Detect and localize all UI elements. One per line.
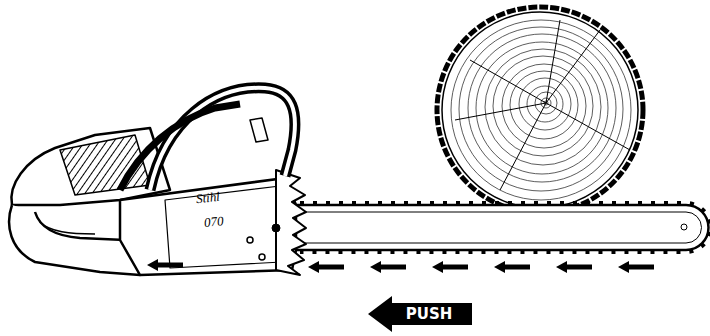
brand-marking: Stihl xyxy=(195,189,220,207)
clutch-cover xyxy=(120,178,296,275)
log xyxy=(437,7,643,213)
tree-rings xyxy=(451,20,631,200)
engine-housing xyxy=(11,128,170,205)
saw-chain xyxy=(300,203,710,252)
push-arrow: PUSH xyxy=(368,296,472,332)
arrow-fill xyxy=(368,296,472,332)
log-bark xyxy=(437,7,643,213)
guide-bar xyxy=(292,203,710,252)
front-handle xyxy=(150,88,295,190)
arrow-label: PUSH xyxy=(388,305,453,323)
brand-marking: 070 xyxy=(203,213,224,231)
chain-direction-arrows xyxy=(147,259,654,273)
saw-body xyxy=(9,88,306,275)
log-cracks xyxy=(455,20,630,190)
sprocket-cover xyxy=(276,170,306,275)
hand-guard xyxy=(120,104,240,190)
